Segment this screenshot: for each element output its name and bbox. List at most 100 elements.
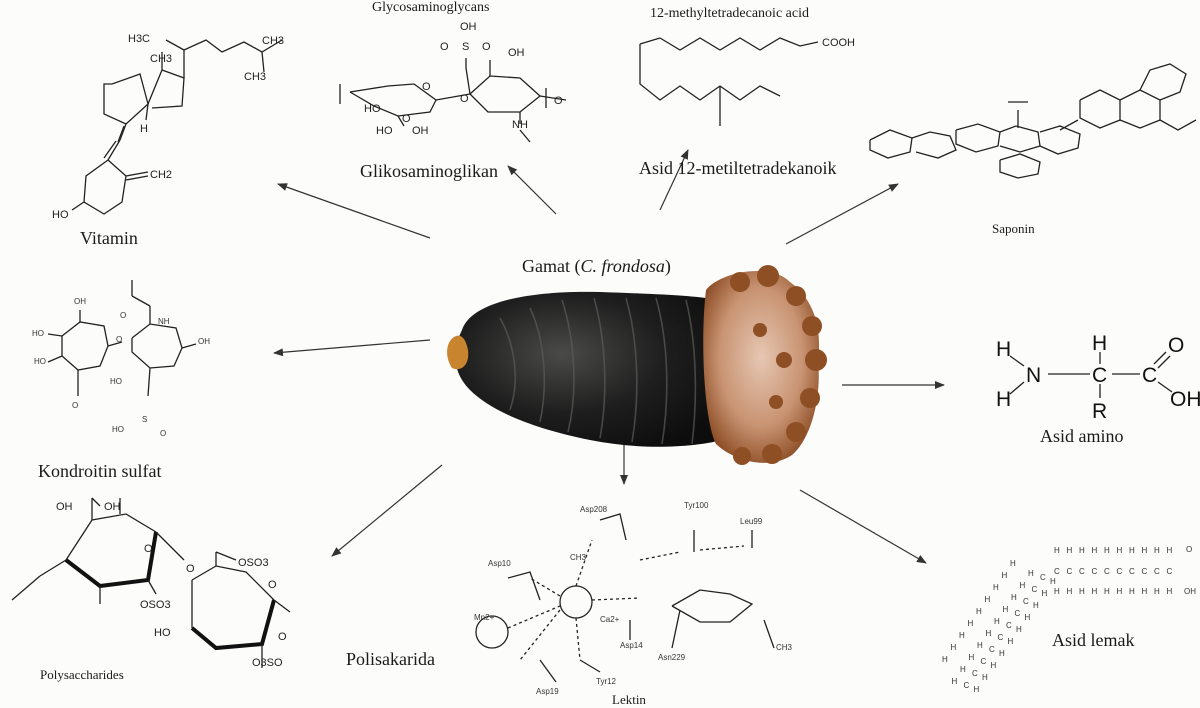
center-label-suffix: ) [664, 256, 671, 276]
lipid-h-diag-a: H [1020, 581, 1026, 590]
lipid-h-diag-b: H [1025, 613, 1031, 622]
polysaccharide-caption: Polysaccharides [40, 667, 124, 682]
lipid-c: C [1129, 567, 1135, 576]
lipid-c-diag: C [972, 669, 978, 678]
lipid-o: O [1186, 545, 1192, 554]
lipid-h-diag-b: H [974, 685, 980, 694]
atom-poly-oh-b: OH [104, 501, 121, 513]
atom-gag-o-left: O [440, 41, 449, 53]
atom-poly-o3so: O3SO [252, 657, 283, 669]
arrow-to-vitamin [277, 183, 431, 239]
lipid-c: C [1167, 567, 1173, 576]
lipid-c: C [1104, 567, 1110, 576]
lipid-c: C [1117, 567, 1123, 576]
atom-chondroitin-ho-a: HO [32, 329, 44, 338]
lipid-c-diag: C [998, 633, 1004, 642]
fatty-acid-label: Asid lemak [1052, 630, 1135, 650]
atom-vitamin-h: H [140, 123, 148, 135]
atom-gag-o-end: O [554, 95, 563, 107]
atom-fa12-cooh: COOH [822, 37, 855, 49]
atom-chondroitin-nh: NH [158, 317, 170, 326]
lipid-h-diag-a: H [994, 617, 1000, 626]
atom-poly-o-ring: O [144, 543, 153, 555]
atom-gag-o-ring: O [422, 81, 431, 93]
arrow-to-saponin [785, 183, 899, 245]
atom-lectin-asp10: Asp10 [488, 559, 511, 568]
lipid-h-diag-c: H [942, 655, 948, 664]
lipid-h-bottom: H [1167, 587, 1173, 596]
amino-acid-label: Asid amino [1040, 426, 1124, 446]
atom-lectin-ch3-a: CH3 [570, 553, 587, 562]
lipid-h-bottom: H [1054, 587, 1060, 596]
lipid-h-diag-a: H [1028, 569, 1034, 578]
atom-gag-o-link: O [460, 93, 469, 105]
atom-lectin-leu99: Leu99 [740, 517, 763, 526]
lipid-h-diag-c: H [951, 643, 957, 652]
lipid-h-diag-a: H [969, 653, 975, 662]
atom-chondroitin-s: S [142, 415, 147, 424]
lipid-h-diag-a: H [1003, 605, 1009, 614]
vitamin-structure [71, 39, 283, 215]
atom-poly-o-ring-b: O [268, 579, 277, 591]
lipid-h-top: H [1104, 546, 1110, 555]
atom-gag-oh-top: OH [460, 21, 477, 33]
gag-label: Glikosaminoglikan [360, 161, 498, 181]
atom-poly-oh-a: OH [56, 501, 73, 513]
lipid-h-top: H [1154, 546, 1160, 555]
atom-poly-o-end: O [278, 631, 287, 643]
atom-poly-o-link: O [186, 563, 195, 575]
atom-vitamin-ch3-b: CH3 [150, 53, 172, 65]
atom-lectin-ch3-b: CH3 [776, 643, 793, 652]
atom-amino-oh: OH [1170, 388, 1200, 411]
lipid-c: C [1054, 567, 1060, 576]
lectin-structure [475, 513, 775, 683]
lipid-h-diag-a: H [1011, 593, 1017, 602]
atom-gag-nh: NH [512, 119, 528, 131]
lipid-c-diag: C [1040, 573, 1046, 582]
atom-chondroitin-oh-right: OH [198, 337, 210, 346]
arrow-to-chondroitin [273, 339, 431, 357]
lipid-h-diag-b: H [1033, 601, 1039, 610]
lipid-h-diag-b: H [1008, 637, 1014, 646]
lipid-c-diag: C [981, 657, 987, 666]
lipid-h-diag-a: H [960, 665, 966, 674]
lipid-h-diag-c: H [993, 583, 999, 592]
lipid-h-diag-b: H [982, 673, 988, 682]
gag-structure [339, 58, 567, 143]
atom-amino-h-alpha: H [1092, 332, 1107, 355]
atom-amino-h-bottom: H [996, 388, 1011, 411]
atom-amino-o: O [1168, 334, 1184, 357]
fatty-acid-12-structure [639, 37, 819, 126]
atom-gag-ho-b: HO [376, 125, 393, 137]
atom-gag-o-right: O [482, 41, 491, 53]
atom-lectin-ca: Ca2+ [600, 615, 620, 624]
sea-cucumber-image [447, 265, 827, 465]
arrow-to-polysaccharide [331, 464, 443, 557]
polysaccharide-structure [11, 497, 291, 668]
vitamin-label: Vitamin [80, 228, 138, 248]
lipid-h-diag-b: H [1042, 589, 1048, 598]
chondroitin-label: Kondroitin sulfat [38, 461, 162, 481]
center-label-prefix: Gamat ( [522, 256, 581, 276]
lipid-h-diag-a: H [986, 629, 992, 638]
atom-gag-oh-b: OH [412, 125, 429, 137]
fatty-acid-12-label: Asid 12-metiltetradekanoik [639, 158, 837, 178]
atom-chondroitin-ho-d: HO [112, 425, 124, 434]
atom-vitamin-ch3-c: CH3 [244, 71, 266, 83]
atom-amino-h-top: H [996, 338, 1011, 361]
atom-amino-r: R [1092, 400, 1107, 423]
atom-chondroitin-ho-b: HO [34, 357, 46, 366]
lipid-oh: OH [1184, 587, 1196, 596]
lipid-h-bottom: H [1117, 587, 1123, 596]
lipid-c-diag: C [964, 681, 970, 690]
lipid-h-diag-a: H [977, 641, 983, 650]
lipid-h-bottom: H [1129, 587, 1135, 596]
lipid-h-top: H [1079, 546, 1085, 555]
atom-gag-s: S [462, 41, 469, 53]
lipid-c: C [1142, 567, 1148, 576]
lipid-c-diag: C [1015, 609, 1021, 618]
lipid-h-diag-c: H [959, 631, 965, 640]
atom-amino-c-alpha: C [1092, 364, 1107, 387]
